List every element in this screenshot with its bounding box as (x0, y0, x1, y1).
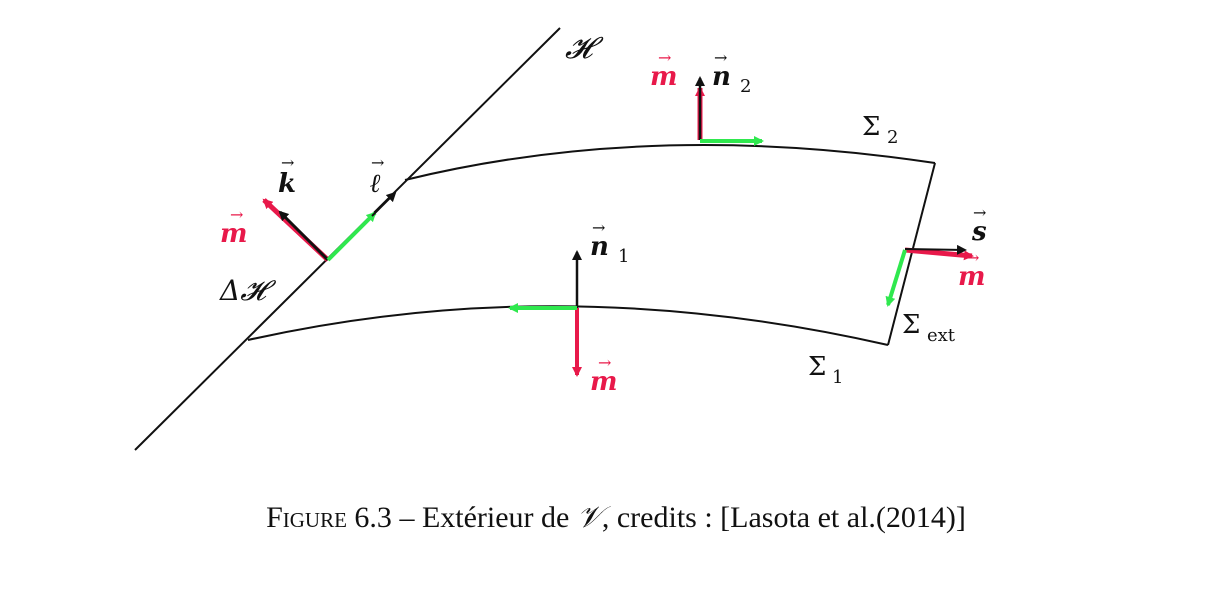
tangent-right-arrow (885, 249, 907, 307)
label-sigma1: Σ (808, 352, 826, 382)
label-n2-sub: 2 (740, 76, 751, 97)
vec-m-bottom: → (598, 353, 611, 372)
label-n2: n (712, 62, 731, 92)
sigma1-curve (247, 305, 889, 346)
vec-l: → (371, 153, 384, 172)
diagram-svg: 𝓗 Δ𝓗 k → ℓ → m → m → n 2 → Σ 2 n 1 → m →… (134, 27, 987, 451)
vec-n1: → (592, 218, 605, 237)
label-sigma2-sub: 2 (887, 127, 898, 148)
k-arrow (278, 210, 330, 262)
label-sigma-ext-sub: ext (927, 325, 956, 346)
caption-rest: , credits : [Lasota et al.(2014)] (601, 501, 966, 534)
label-sigma2: Σ (862, 112, 880, 142)
label-delta-horizon: Δ𝓗 (219, 274, 276, 307)
label-k: k (278, 169, 296, 199)
s-arrow (904, 244, 967, 255)
sigma-ext-line (887, 162, 936, 346)
label-m-left: m (220, 219, 248, 249)
label-s: s (971, 217, 987, 247)
label-m-top: m (650, 62, 678, 92)
l-arrow-black (371, 191, 397, 217)
vec-k: → (281, 153, 294, 172)
caption-figure: Figure 6.3 (266, 501, 392, 534)
vec-s: → (973, 203, 986, 222)
caption-V: 𝒱 (576, 500, 602, 535)
label-m-right: m (958, 262, 986, 292)
figure-caption: Figure 6.3 – Extérieur de 𝒱, credits : [… (0, 500, 1232, 535)
label-n1: n (590, 232, 609, 262)
caption-dash: – Extérieur de (391, 501, 577, 534)
label-n1-sub: 1 (618, 246, 629, 267)
vec-m-left: → (230, 205, 243, 224)
vec-n2: → (714, 48, 727, 67)
label-sigma-ext: Σ (902, 310, 920, 340)
l-arrow-green (326, 211, 377, 262)
label-m-bottom: m (590, 367, 618, 397)
label-l: ℓ (370, 169, 381, 199)
m-right-arrow (904, 247, 974, 261)
vec-m-right: → (966, 248, 979, 267)
label-horizon: 𝓗 (565, 31, 604, 66)
label-sigma1-sub: 1 (832, 367, 843, 388)
sigma2-curve (404, 144, 936, 181)
vec-m-top: → (658, 48, 671, 67)
